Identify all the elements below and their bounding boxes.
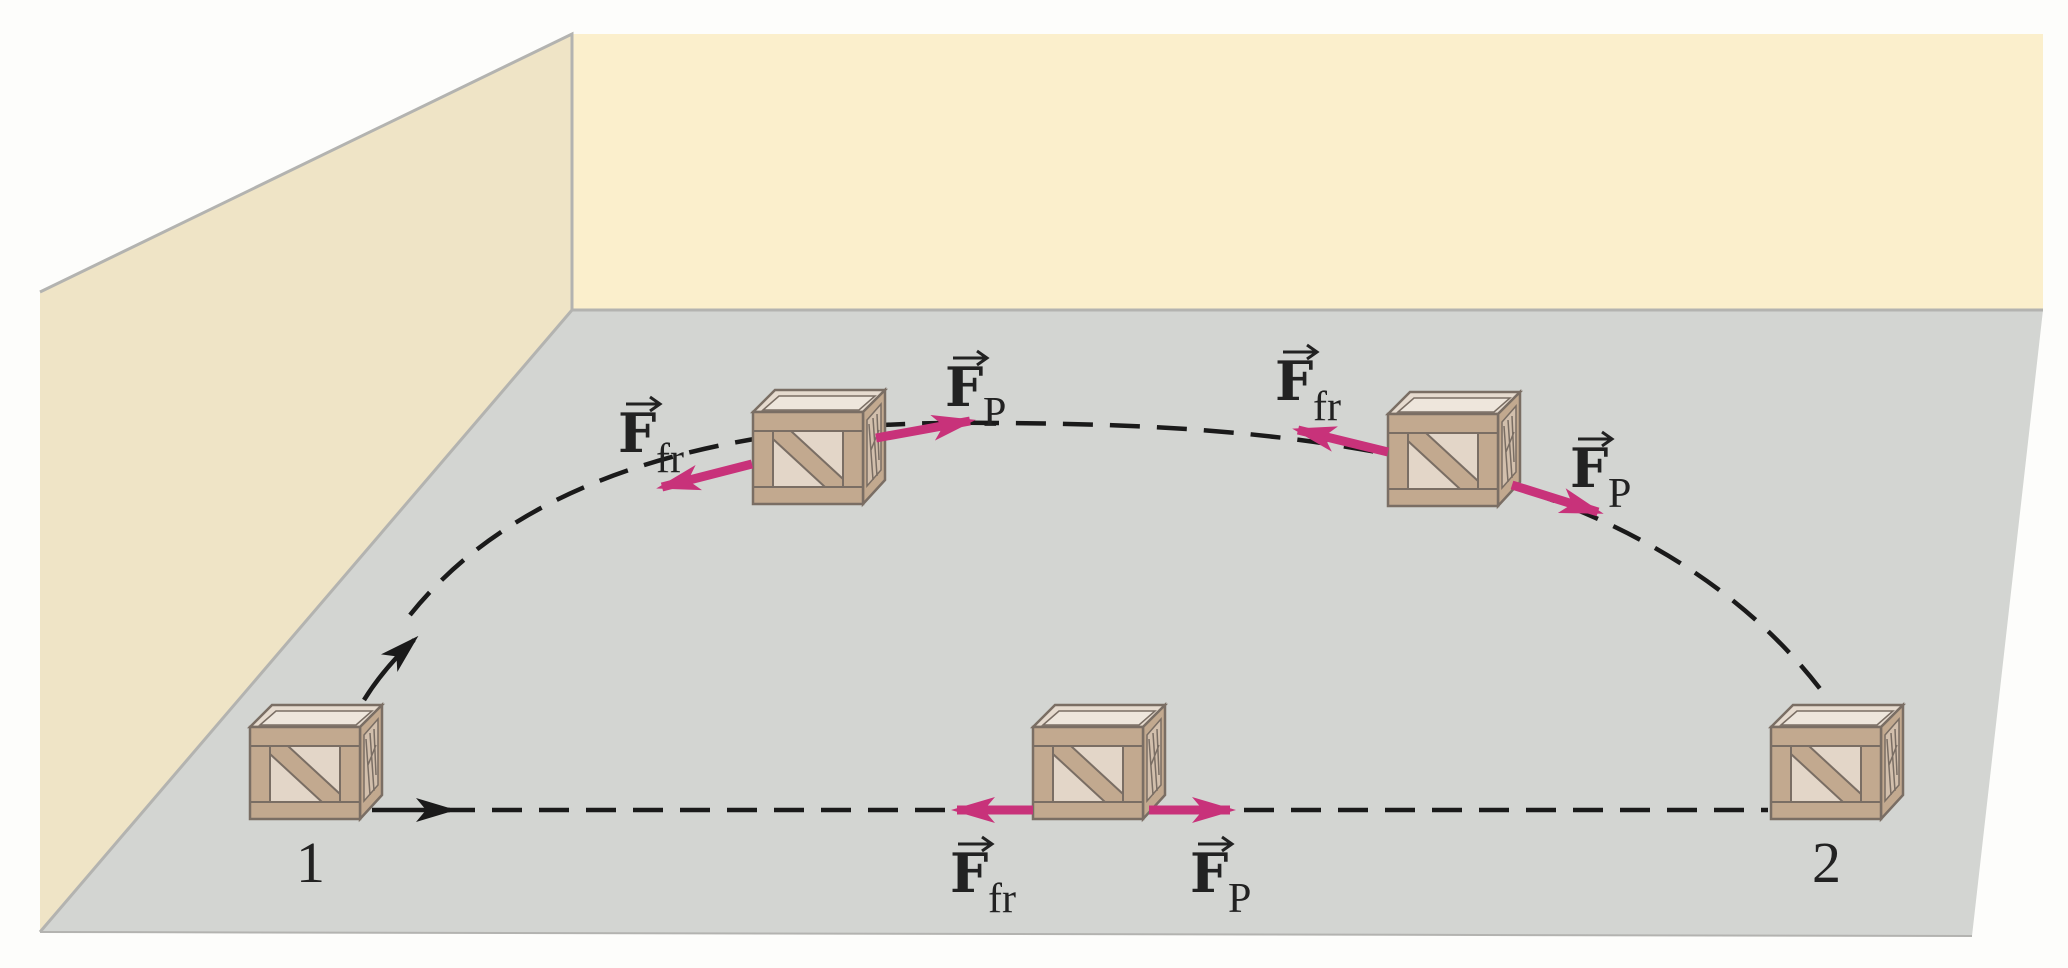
force-subscript: P <box>983 390 1006 436</box>
force-symbol: F <box>1275 349 1313 413</box>
curved-path <box>408 420 1832 704</box>
crate-curved-right <box>1386 390 1522 508</box>
floor-edge-left <box>38 309 574 933</box>
point-label-end: 2 <box>1812 830 1841 895</box>
curved-path-start-arrow <box>362 635 419 702</box>
force-subscript: P <box>1608 471 1631 517</box>
force-subscript: fr <box>988 876 1016 922</box>
label-push-left: F P <box>945 349 1006 436</box>
force-subscript: fr <box>656 436 684 482</box>
friction-arrow-right <box>1292 425 1390 457</box>
back-wall <box>572 34 2043 310</box>
push-arrow-left <box>875 414 976 443</box>
point-label-start: 1 <box>296 830 325 895</box>
friction-arrow-left <box>656 459 754 492</box>
push-arrow-right <box>1510 480 1604 517</box>
force-symbol: F <box>618 401 656 465</box>
crate-end <box>1769 703 1905 821</box>
floor <box>40 310 2043 936</box>
label-friction-left: F fr <box>618 395 684 482</box>
crate-curved-left <box>751 388 887 506</box>
side-wall <box>40 34 572 932</box>
label-push-middle: F P <box>1190 835 1251 922</box>
crate-straight-middle <box>1031 703 1167 821</box>
wall-edge <box>39 31 2043 312</box>
label-friction-middle: F fr <box>950 835 1016 922</box>
label-friction-right: F fr <box>1275 343 1341 430</box>
floor-edge-bottom <box>39 931 1973 937</box>
force-symbol: F <box>950 841 988 905</box>
crate-start <box>248 703 384 821</box>
force-symbol: F <box>945 355 983 419</box>
label-push-right: F P <box>1570 430 1631 517</box>
force-symbol: F <box>1570 436 1608 500</box>
force-subscript: P <box>1228 876 1251 922</box>
force-symbol: F <box>1190 841 1228 905</box>
force-subscript: fr <box>1313 384 1341 430</box>
